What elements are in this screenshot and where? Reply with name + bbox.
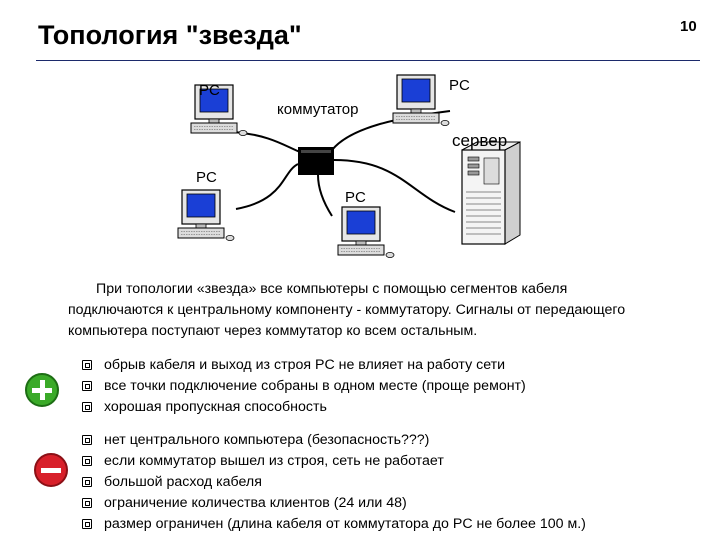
pc-left-label: PC: [196, 169, 217, 186]
checkbox-bullet-icon: [82, 477, 92, 487]
disadvantage-text: размер ограничен (длина кабеля от коммут…: [104, 516, 586, 532]
checkbox-bullet-icon: [82, 360, 92, 370]
server-tower: [461, 141, 521, 245]
disadvantage-text: ограничение количества клиентов (24 или …: [104, 495, 407, 511]
advantage-text: обрыв кабеля и выход из строя PC не влия…: [104, 357, 506, 373]
disadvantage-text: большой расход кабеля: [104, 474, 262, 490]
checkbox-bullet-icon: [82, 456, 92, 466]
list-item: размер ограничен (длина кабеля от коммут…: [82, 514, 586, 535]
page-title: Топология "звезда": [38, 20, 302, 50]
description-line-2: подключаются к центральному компоненту -…: [68, 302, 626, 318]
checkbox-bullet-icon: [82, 402, 92, 412]
disadvantage-text: нет центрального компьютера (безопасност…: [104, 432, 430, 448]
cable-server: [333, 159, 456, 213]
advantage-text: хорошая пропускная способность: [104, 399, 327, 415]
cable-pc-left: [235, 163, 299, 210]
list-item: обрыв кабеля и выход из строя PC не влия…: [82, 355, 526, 376]
plus-icon: [25, 373, 59, 407]
checkbox-bullet-icon: [82, 519, 92, 529]
pc-center: [337, 206, 395, 259]
list-item: нет центрального компьютера (безопасност…: [82, 430, 586, 451]
list-item: если коммутатор вышел из строя, сеть не …: [82, 451, 586, 472]
disadvantage-text: если коммутатор вышел из строя, сеть не …: [104, 453, 444, 469]
pc-top-right: [392, 74, 450, 127]
checkbox-bullet-icon: [82, 381, 92, 391]
list-item: хорошая пропускная способность: [82, 397, 526, 418]
advantage-text: все точки подключение собраны в одном ме…: [104, 378, 526, 394]
checkbox-bullet-icon: [82, 435, 92, 445]
list-item: большой расход кабеля: [82, 472, 586, 493]
server-label: сервер: [452, 131, 507, 150]
cable-pc-center: [317, 174, 333, 217]
page-number: 10: [680, 18, 697, 35]
list-item: ограничение количества клиентов (24 или …: [82, 493, 586, 514]
title-divider: [36, 60, 700, 61]
pc-top-right-label: PC: [449, 77, 470, 94]
star-topology-diagram: PC PC коммутатор сервер PC PC: [177, 74, 521, 259]
list-item: все точки подключение собраны в одном ме…: [82, 376, 526, 397]
checkbox-bullet-icon: [82, 498, 92, 508]
minus-icon: [34, 453, 68, 487]
description-line-1: При топологии «звезда» все компьютеры с …: [96, 281, 568, 297]
switch-label: коммутатор: [277, 101, 358, 118]
description-line-3: компьютера поступают через коммутатор ко…: [68, 323, 478, 339]
pc-top-left-label: PC: [199, 82, 220, 99]
pc-left: [177, 189, 235, 242]
disadvantages-list: нет центрального компьютера (безопасност…: [82, 430, 586, 535]
pc-center-label: PC: [345, 189, 366, 206]
advantages-list: обрыв кабеля и выход из строя PC не влия…: [82, 355, 526, 418]
description-paragraph: При топологии «звезда» все компьютеры с …: [68, 279, 708, 342]
